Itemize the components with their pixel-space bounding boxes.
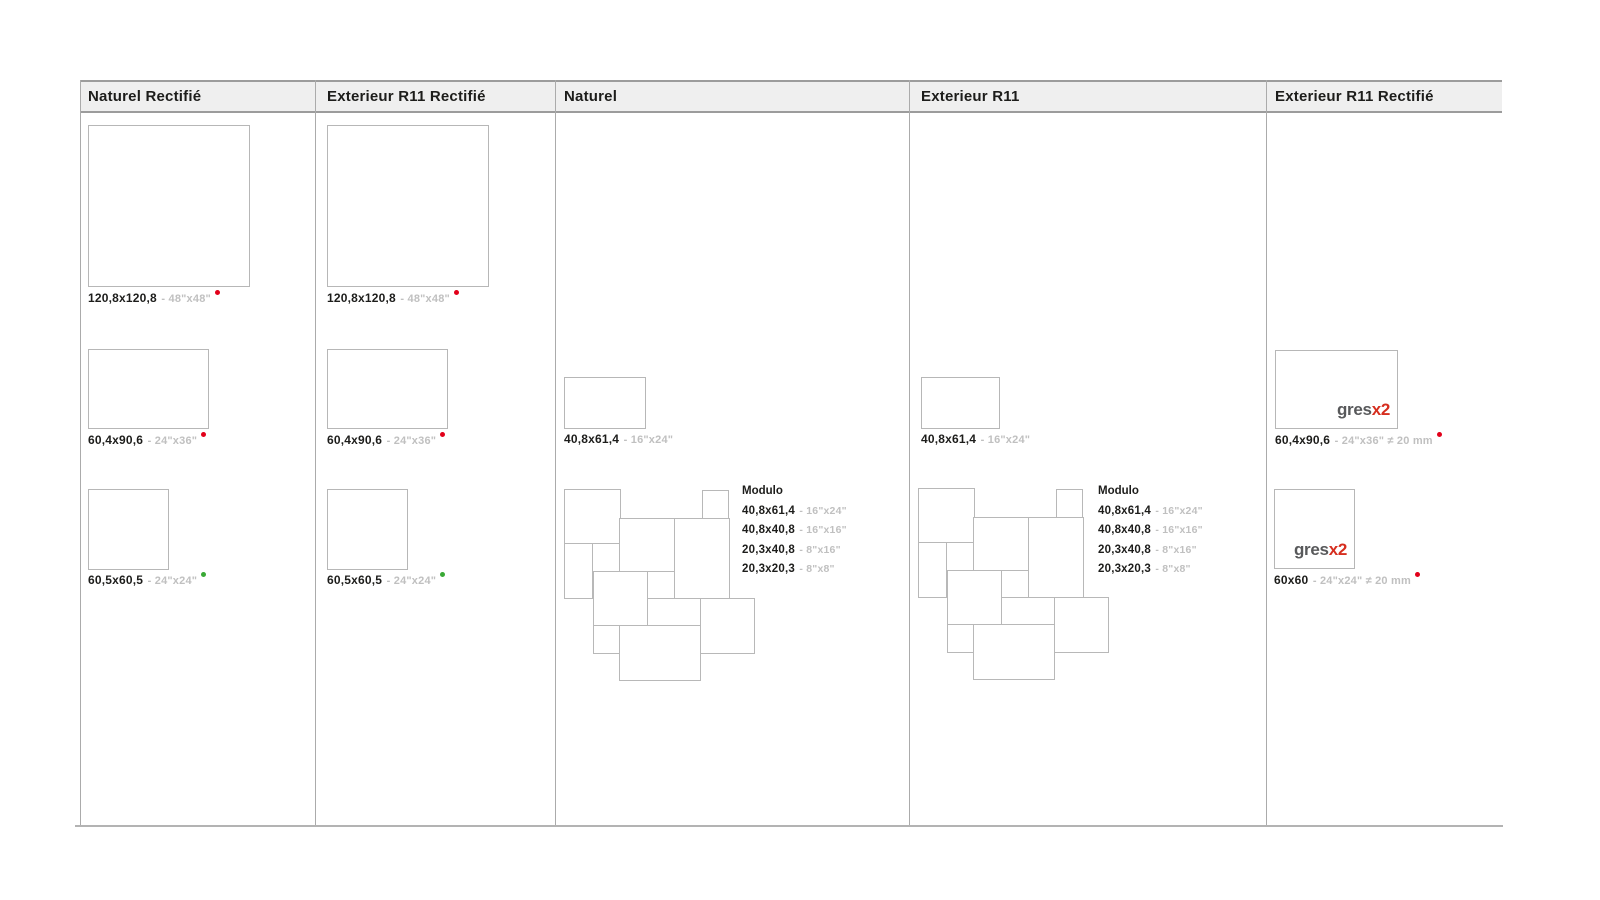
- availability-dot-icon: [1436, 432, 1442, 437]
- column-header-exterieur-r11-rectifie: Exterieur R11 Rectifié: [327, 88, 486, 105]
- size-cm: 60,5x60,5: [327, 573, 383, 587]
- size-inch: - 16"x24": [623, 434, 674, 446]
- size-cm: 40,8x61,4: [564, 432, 620, 446]
- tile-size-label: 60,5x60,5 - 24"x24": [88, 572, 207, 588]
- availability-dot-icon: [201, 432, 207, 437]
- tile-swatch-120x120: [327, 125, 489, 287]
- tile-size-label: 60,5x60,5 - 24"x24": [327, 572, 446, 588]
- tile-swatch-60x60: [327, 489, 408, 570]
- tile-size-label: 60,4x90,6 - 24"x36" ≠ 20 mm: [1275, 432, 1442, 448]
- modulo-size-line: 20,3x20,3 - 8"x8": [742, 563, 835, 575]
- column-header-exterieur-r11-rectifie-20mm: Exterieur R11 Rectifié: [1275, 88, 1434, 105]
- table-header-band: Naturel Rectifié Exterieur R11 Rectifié …: [80, 80, 1502, 113]
- availability-dot-icon: [440, 572, 446, 577]
- size-inch: - 16"x24": [980, 434, 1031, 446]
- size-cm: 120,8x120,8: [327, 291, 396, 305]
- column-divider: [1266, 80, 1267, 827]
- modulo-size-line: 40,8x61,4 - 16"x24": [1098, 504, 1203, 517]
- size-inch: - 24"x36": [147, 435, 198, 447]
- size-inch: - 24"x24": [386, 575, 437, 587]
- size-inch: - 48"x48": [161, 293, 211, 305]
- modulo-size-line: 40,8x40,8 - 16"x16": [742, 524, 847, 536]
- size-cm: 60,4x90,6: [327, 433, 383, 447]
- size-cm: 60,4x90,6: [88, 433, 144, 447]
- column-divider: [909, 80, 910, 827]
- size-cm: 40,8x61,4: [921, 432, 977, 446]
- modulo-size-line: 20,3x20,3 - 8"x8": [1098, 563, 1191, 575]
- column-header-naturel: Naturel: [564, 88, 618, 105]
- size-inch: - 24"x24" ≠ 20 mm: [1312, 575, 1411, 587]
- tile-size-label: 120,8x120,8 - 48"x48": [88, 290, 220, 306]
- modulo-size-line: 20,3x40,8 - 8"x16": [742, 543, 841, 556]
- tile-swatch-60x90: [327, 349, 448, 429]
- tile-swatch-60x60: [88, 489, 169, 570]
- modulo-title: Modulo: [742, 485, 783, 497]
- modulo-spec-list: Modulo 40,8x61,4 - 16"x24" 40,8x40,8 - 1…: [742, 483, 847, 579]
- size-inch: - 24"x36": [386, 435, 437, 447]
- modulo-spec-list: Modulo 40,8x61,4 - 16"x24" 40,8x40,8 - 1…: [1098, 483, 1203, 579]
- column-divider: [555, 80, 556, 827]
- modulo-pattern-diagram: [564, 489, 755, 681]
- size-cm: 60x60: [1274, 573, 1309, 587]
- tile-swatch-120x120: [88, 125, 250, 287]
- column-header-exterieur-r11: Exterieur R11: [921, 88, 1020, 105]
- modulo-pattern-diagram: [918, 488, 1109, 680]
- size-inch: - 24"x24": [147, 575, 198, 587]
- size-cm: 60,4x90,6: [1275, 433, 1331, 447]
- table-bottom-rule: [75, 825, 1503, 827]
- availability-dot-icon: [201, 572, 207, 577]
- tile-swatch-40x61: [564, 377, 646, 429]
- availability-dot-icon: [1414, 572, 1420, 577]
- availability-dot-icon: [440, 432, 446, 437]
- availability-dot-icon: [453, 290, 459, 295]
- tile-swatch-60x90: [88, 349, 209, 429]
- tile-size-label: 60,4x90,6 - 24"x36": [327, 432, 446, 448]
- gresx2-logo: gresx2: [1293, 540, 1347, 559]
- tile-size-label: 60x60 - 24"x24" ≠ 20 mm: [1274, 572, 1420, 588]
- size-inch: - 48"x48": [400, 293, 450, 305]
- column-header-naturel-rectifie: Naturel Rectifié: [88, 88, 202, 105]
- column-divider: [315, 80, 316, 827]
- size-cm: 120,8x120,8: [88, 291, 157, 305]
- size-inch: - 24"x36" ≠ 20 mm: [1334, 435, 1433, 447]
- tile-size-label: 40,8x61,4 - 16"x24": [564, 432, 673, 447]
- modulo-title: Modulo: [1098, 485, 1139, 497]
- column-divider: [80, 80, 81, 827]
- tile-size-label: 120,8x120,8 - 48"x48": [327, 290, 459, 306]
- size-cm: 60,5x60,5: [88, 573, 144, 587]
- tile-swatch-60x90-20mm: gresx2: [1275, 350, 1398, 429]
- tile-swatch-60x60-20mm: gresx2: [1274, 489, 1355, 569]
- availability-dot-icon: [214, 290, 220, 295]
- tile-size-label: 40,8x61,4 - 16"x24": [921, 432, 1030, 447]
- tile-size-label: 60,4x90,6 - 24"x36": [88, 432, 207, 448]
- tile-swatch-40x61: [921, 377, 1000, 429]
- modulo-size-line: 40,8x61,4 - 16"x24": [742, 504, 847, 517]
- modulo-size-line: 20,3x40,8 - 8"x16": [1098, 543, 1197, 556]
- modulo-size-line: 40,8x40,8 - 16"x16": [1098, 524, 1203, 536]
- gresx2-logo: gresx2: [1336, 400, 1390, 419]
